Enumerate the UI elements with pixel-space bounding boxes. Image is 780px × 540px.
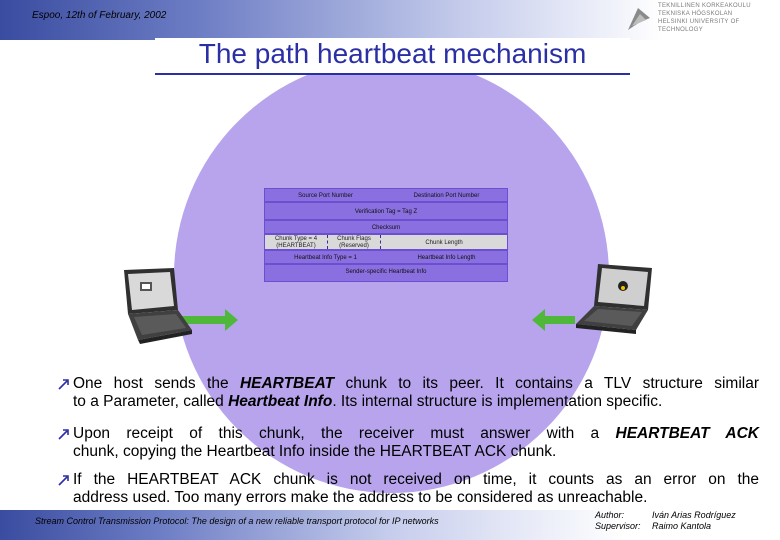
- bullet-arrow-icon: [58, 429, 69, 440]
- bullet-3-line-1: If the HEARTBEAT ACK chunk is not receiv…: [73, 471, 759, 488]
- bullet-arrow-icon: [58, 475, 69, 486]
- packet-row-heartbeat-info: Heartbeat Info Type = 1 Heartbeat Info L…: [264, 250, 508, 264]
- supervisor-name: Raimo Kantola: [652, 521, 712, 531]
- checksum-field: Checksum: [371, 225, 401, 231]
- right-arrow-icon: [532, 309, 575, 331]
- author-name: Iván Arias Rodríguez: [652, 510, 736, 520]
- header-date: Espoo, 12th of February, 2002: [32, 10, 167, 21]
- heartbeat-info-length-field: Heartbeat Info Length: [417, 255, 476, 261]
- chunk-flags-field: Chunk Flags (Reserved): [328, 235, 381, 249]
- bullet-1-line-2: to a Parameter, called Heartbeat Info. I…: [73, 393, 663, 410]
- chunk-type-field: Chunk Type = 4 (HEARTBEAT): [265, 235, 328, 249]
- bullet-2-line-1: Upon receipt of this chunk, the receiver…: [73, 425, 760, 442]
- footer-credits: Author: Iván Arias Rodríguez Supervisor: R…: [595, 510, 736, 532]
- footer-thesis-title: Stream Control Transmission Protocol: Th…: [35, 516, 439, 526]
- bullet-arrow-icon: [58, 379, 69, 390]
- laptop-right-icon: [576, 264, 652, 334]
- left-arrow-icon: [175, 309, 238, 331]
- bullet-2-line-2: chunk, copying the Heartbeat Info inside…: [73, 443, 557, 460]
- source-port-field: Source Port Number: [298, 193, 353, 199]
- author-label: Author:: [595, 510, 625, 520]
- chunk-length-field: Chunk Length: [381, 235, 507, 249]
- packet-row-sender-info: Sender-specific Heartbeat Info: [264, 264, 508, 282]
- destination-port-field: Destination Port Number: [413, 193, 480, 199]
- logo-line-3: HELSINKI UNIVERSITY OF TECHNOLOGY: [658, 19, 740, 33]
- logo-line-2: TEKNISKA HÖGSKOLAN: [658, 11, 733, 17]
- heartbeat-info-type-field: Heartbeat Info Type = 1: [294, 255, 357, 261]
- laptop-left-icon: [124, 268, 192, 344]
- title-underline: [155, 73, 630, 75]
- packet-row-chunk-header: Chunk Type = 4 (HEARTBEAT) Chunk Flags (…: [264, 234, 508, 250]
- verification-tag-field: Verification Tag = Tag Z: [354, 209, 418, 215]
- packet-row-ports: Source Port Number Destination Port Numb…: [264, 188, 508, 202]
- university-logo-icon: [628, 8, 650, 30]
- logo-line-1: TEKNILLINEN KORKEAKOULU: [658, 3, 751, 9]
- bullet-3-line-2: address used. Too many errors make the a…: [73, 489, 648, 506]
- page-title: The path heartbeat mechanism: [198, 38, 587, 69]
- sender-heartbeat-info-field: Sender-specific Heartbeat Info: [345, 269, 427, 275]
- bullet-1-line-1: One host sends the HEARTBEAT chunk to it…: [73, 375, 760, 392]
- supervisor-label: Supervisor:: [595, 521, 641, 531]
- packet-row-checksum: Checksum: [264, 220, 508, 234]
- footer-bar: [0, 510, 780, 540]
- header-bar: [0, 0, 780, 40]
- title-container: The path heartbeat mechanism: [155, 38, 630, 74]
- university-logo: TEKNILLINEN KORKEAKOULU TEKNISKA HÖGSKOL…: [624, 2, 774, 36]
- logo-text: TEKNILLINEN KORKEAKOULU TEKNISKA HÖGSKOL…: [658, 2, 774, 34]
- packet-row-verification: Verification Tag = Tag Z: [264, 202, 508, 220]
- packet-diagram: Source Port Number Destination Port Numb…: [264, 188, 508, 292]
